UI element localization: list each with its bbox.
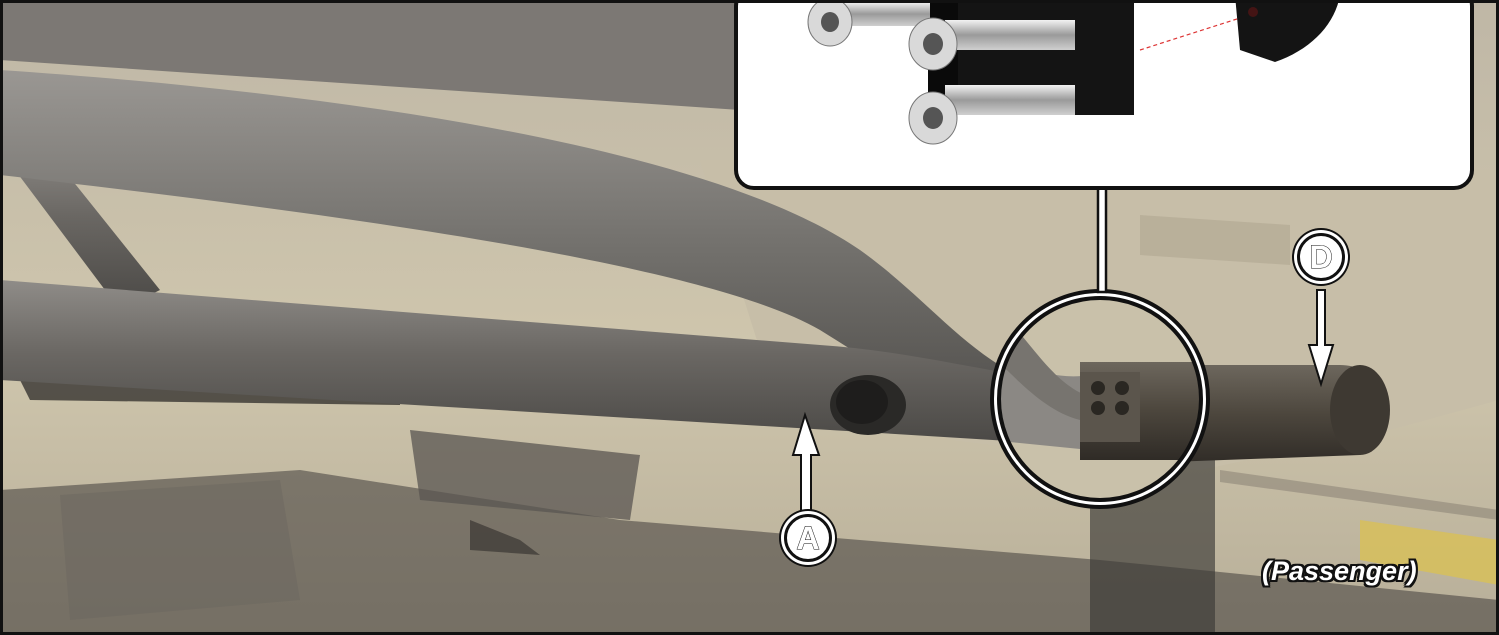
upper-nerf-tube — [0, 70, 1050, 430]
arrow-d — [1307, 289, 1335, 388]
callout-a: A — [784, 514, 832, 562]
passenger-caption: (Passenger) — [1262, 556, 1417, 586]
detail-circle — [990, 289, 1210, 509]
callout-d-letter: D — [1309, 238, 1333, 275]
bolt — [908, 85, 1075, 145]
bolt — [908, 17, 1075, 71]
lower-nerf-tube — [0, 280, 1075, 445]
inset-detail-box — [734, 0, 1474, 190]
bolt — [807, 0, 930, 47]
callout-a-letter: A — [796, 519, 820, 556]
upper-pipe — [0, 0, 740, 110]
arrow-a — [791, 411, 821, 513]
callout-d: D — [1297, 233, 1345, 281]
leader-line — [1096, 186, 1108, 294]
diagonal-brace — [0, 140, 160, 310]
